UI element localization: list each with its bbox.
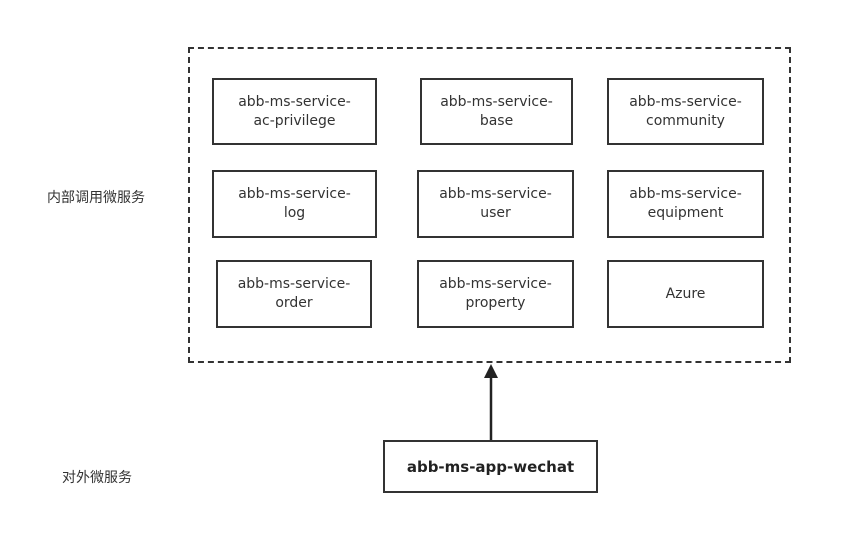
service-name-prefix: abb-ms-service- — [237, 276, 351, 292]
service-name-prefix: abb-ms-service- — [629, 93, 742, 110]
service-name-suffix: community — [646, 112, 725, 129]
service-box-equipment[interactable]: abb-ms-service- equipment — [607, 170, 764, 238]
service-name-suffix: ac-privilege — [253, 112, 336, 129]
service-name-suffix: equipment — [647, 205, 724, 221]
service-box-azure[interactable]: Azure — [607, 260, 764, 328]
internal-services-container — [188, 47, 791, 363]
service-box-ac-privilege[interactable]: abb-ms-service- ac-privilege — [212, 78, 377, 145]
service-name-suffix: property — [465, 295, 526, 311]
service-box-order[interactable]: abb-ms-service- order — [216, 260, 372, 328]
service-name-prefix: abb-ms-service- — [439, 186, 552, 202]
service-box-property[interactable]: abb-ms-service- property — [417, 260, 574, 328]
service-box-community[interactable]: abb-ms-service- community — [607, 78, 764, 145]
app-name: abb-ms-app-wechat — [406, 457, 575, 476]
arrow-head — [484, 364, 498, 378]
call-arrow — [484, 364, 498, 444]
service-name-suffix: base — [479, 112, 514, 129]
service-box-user[interactable]: abb-ms-service- user — [417, 170, 574, 238]
app-box-wechat[interactable]: abb-ms-app-wechat — [383, 440, 598, 493]
service-box-log[interactable]: abb-ms-service- log — [212, 170, 377, 238]
service-name: Azure — [665, 285, 706, 302]
internal-services-label: 内部调用微服务 — [47, 190, 145, 206]
service-name-prefix: abb-ms-service- — [440, 93, 553, 110]
service-name-suffix: log — [283, 205, 306, 221]
service-name-prefix: abb-ms-service- — [439, 276, 552, 292]
service-name-prefix: abb-ms-service- — [238, 93, 351, 110]
service-box-base[interactable]: abb-ms-service- base — [420, 78, 573, 145]
service-name-prefix: abb-ms-service- — [629, 186, 742, 202]
service-name-suffix: order — [275, 295, 313, 311]
service-name-prefix: abb-ms-service- — [238, 186, 351, 202]
external-services-label: 对外微服务 — [62, 470, 132, 486]
service-name-suffix: user — [480, 205, 511, 221]
